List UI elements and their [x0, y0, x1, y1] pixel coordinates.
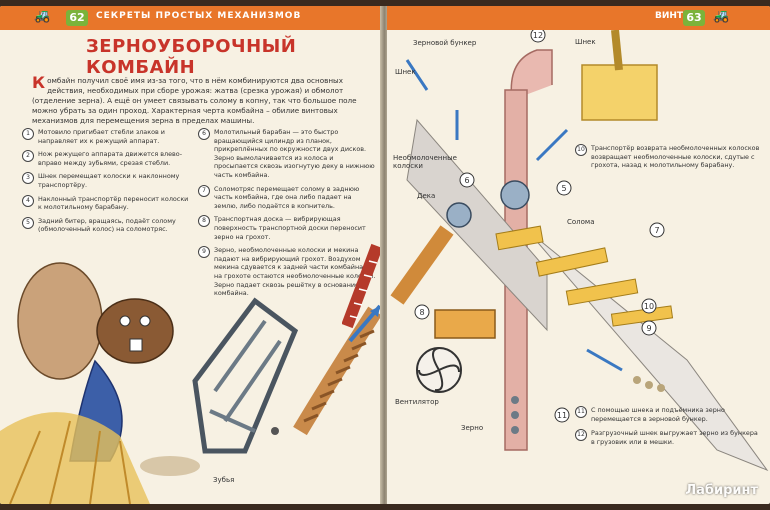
step-text: Транспортёр возврата необмолоченных коло…	[591, 144, 760, 170]
label-auger-top: Шнек	[575, 38, 596, 46]
intro-paragraph: К омбайн получил своё имя из-за того, чт…	[32, 73, 367, 126]
label-bunker: Зерновой бункер	[413, 39, 477, 47]
step-item: 10 Транспортёр возврата необмолоченных ко…	[575, 144, 763, 170]
steps-column-2: 6 Молотильный барабан — это быстро вращаю…	[198, 128, 376, 303]
step-item: 6 Молотильный барабан — это быстро вращаю…	[198, 128, 376, 180]
svg-text:7: 7	[654, 226, 659, 235]
step-number: 3	[22, 172, 34, 185]
step-number: 10	[575, 144, 587, 156]
series-title: СЕКРЕТЫ ПРОСТЫХ МЕХАНИЗМОВ	[96, 11, 302, 21]
step-item: 1 Мотовило пригибает стебли злаков и напр…	[22, 128, 192, 145]
book-spine	[380, 6, 389, 504]
left-page-number: 62	[66, 10, 88, 26]
step-number: 4	[22, 194, 34, 207]
combine-diagram: 12 6 5 7 8 10 9 11	[390, 30, 769, 472]
step-number: 1	[22, 128, 34, 140]
label-unthreshed: Необмолоченные колоски	[393, 154, 457, 170]
note-10: 10 Транспортёр возврата необмолоченных ко…	[575, 144, 763, 176]
step-text: Зерно, необмолоченные колоски и мекина п…	[214, 246, 376, 298]
step-text: Молотильный барабан — это быстро вращающ…	[214, 128, 375, 179]
step-text: Транспортная доска — вибрирующая поверхн…	[214, 215, 366, 241]
teeth-label: Зубья	[213, 476, 235, 484]
step-item: 3 Шнек перемещает колоски к наклонному тр…	[22, 172, 192, 189]
step-text: Наклонный транспортёр переносит колоски …	[38, 194, 189, 212]
label-fan: Вентилятор	[395, 398, 439, 406]
step-number: 6	[198, 128, 210, 140]
step-item: 9 Зерно, необмолоченные колоски и мекина …	[198, 246, 376, 298]
step-number: 7	[198, 184, 210, 197]
forklift-icon: 🚜	[713, 9, 730, 24]
right-page: ВИНТЫ 63 🚜	[387, 6, 770, 504]
svg-text:9: 9	[646, 324, 651, 333]
beaver-illustration	[0, 262, 200, 504]
label-grain: Зерно	[461, 424, 484, 432]
step-text: Шнек перемещает колоски к наклонному тра…	[38, 172, 180, 189]
reel-frame-illustration	[192, 297, 299, 454]
svg-text:12: 12	[533, 31, 543, 40]
forklift-icon: 🚜	[34, 9, 51, 24]
svg-text:5: 5	[561, 184, 566, 193]
auger-illustration	[293, 304, 382, 436]
step-text: Разгрузочный шнек выгружает зерно из бун…	[591, 429, 758, 446]
note-11-12: 11 С помощью шнека и подъёмника зерно пер…	[575, 406, 763, 452]
step-number: 11	[575, 406, 587, 418]
watermark: Лабиринт	[685, 483, 758, 498]
left-page: 🚜 62 СЕКРЕТЫ ПРОСТЫХ МЕХАНИЗМОВ ЗЕРНОУБО…	[0, 6, 382, 504]
drop-cap: К	[32, 73, 46, 92]
step-text: Соломотряс перемещает солому в заднюю ча…	[214, 184, 360, 210]
right-header-band	[387, 6, 770, 30]
page-headline: ЗЕРНОУБОРОЧНЫЙ КОМБАЙН	[86, 36, 297, 78]
step-number: 5	[22, 216, 34, 229]
steps-column-1: 1 Мотовило пригибает стебли злаков и напр…	[22, 128, 192, 239]
label-deck: Дека	[417, 192, 436, 200]
intro-text: омбайн получил своё имя из-за того, что …	[32, 76, 357, 125]
step-number: 9	[198, 246, 210, 259]
left-header-band	[0, 6, 382, 30]
step-item: 2 Нож режущего аппарата движется влево-вп…	[22, 150, 192, 167]
step-number: 8	[198, 215, 210, 228]
step-item: 12 Разгрузочный шнек выгружает зерно из б…	[575, 429, 763, 446]
svg-text:6: 6	[464, 176, 469, 185]
label-auger-left: Шнек	[395, 68, 416, 76]
step-number: 2	[22, 150, 34, 163]
step-text: С помощью шнека и подъёмника зерно перем…	[591, 406, 725, 423]
step-text: Нож режущего аппарата движется влево-впр…	[38, 150, 183, 167]
section-tag: ВИНТЫ	[655, 11, 693, 21]
step-item: 8 Транспортная доска — вибрирующая поверх…	[198, 215, 376, 241]
svg-text:10: 10	[644, 302, 654, 311]
step-text: Мотовило пригибает стебли злаков и напра…	[38, 128, 165, 145]
svg-text:8: 8	[419, 308, 424, 317]
label-straw: Солома	[567, 218, 595, 226]
step-item: 4 Наклонный транспортёр переносит колоски…	[22, 194, 192, 212]
step-text: Задний битер, вращаясь, подаёт солому (о…	[38, 216, 176, 234]
svg-text:11: 11	[557, 411, 567, 420]
right-page-number: 63	[683, 10, 705, 26]
step-item: 5 Задний битер, вращаясь, подаёт солому (…	[22, 216, 192, 234]
conveyor-illustration	[342, 243, 382, 329]
step-number: 12	[575, 429, 587, 442]
step-item: 7 Соломотряс перемещает солому в заднюю ч…	[198, 184, 376, 211]
step-item: 11 С помощью шнека и подъёмника зерно пер…	[575, 406, 763, 423]
